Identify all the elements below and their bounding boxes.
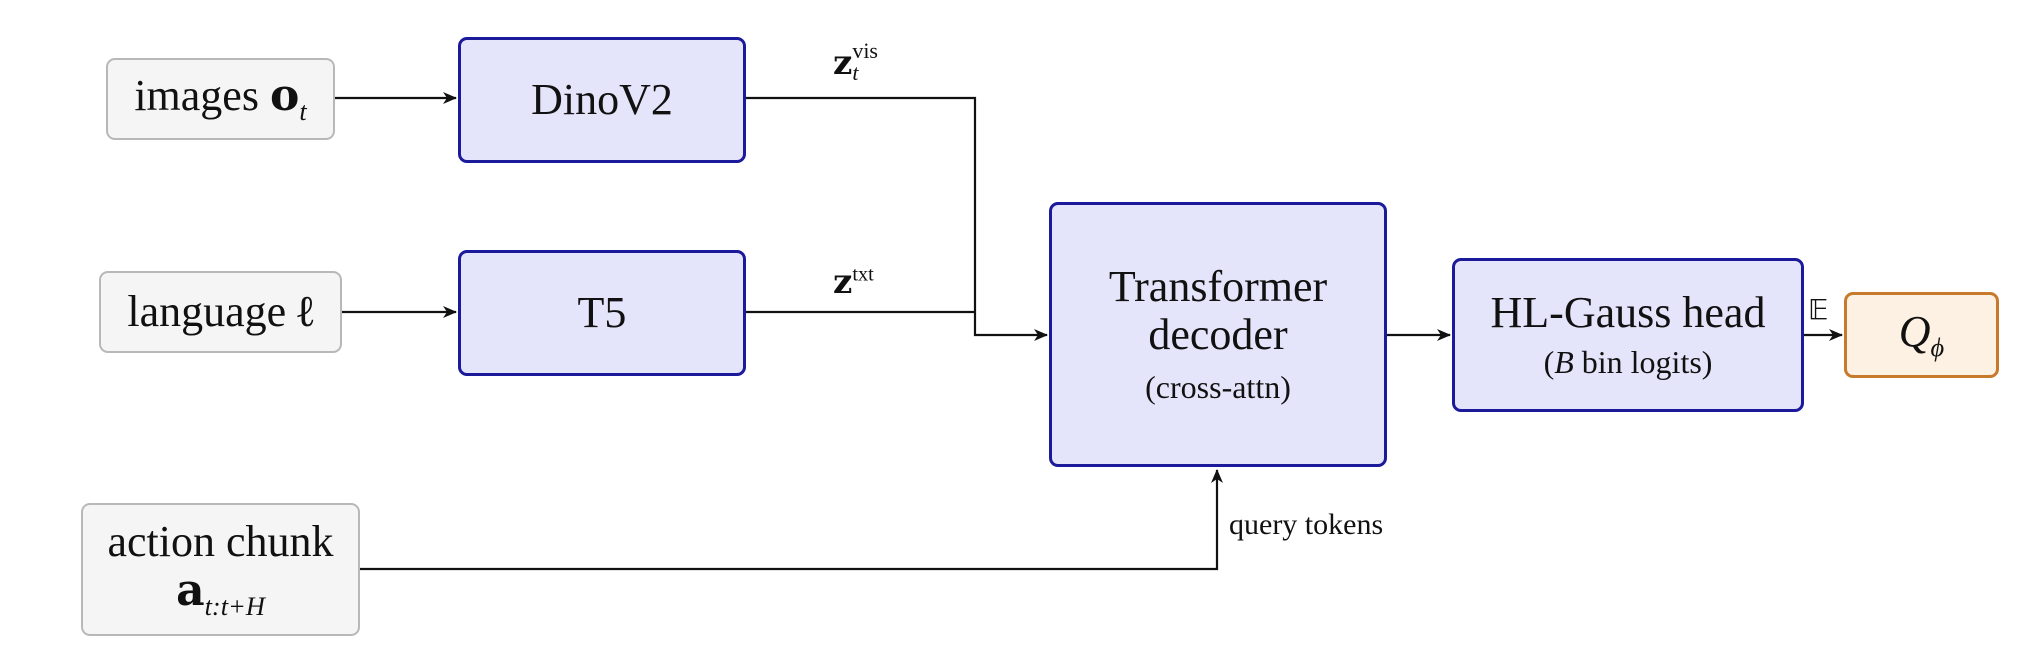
language-symbol: ℓ (297, 285, 314, 337)
arrow-zvis-to-decoder (746, 96, 1048, 341)
language-input-node: language ℓ (99, 271, 342, 353)
ztxt-symbol: z (833, 262, 853, 302)
zvis-superscript: vis (852, 38, 878, 63)
hl-gauss-head-node: HL-Gauss head (B bin logits) (1452, 258, 1804, 412)
decoder-line2: decoder (1148, 310, 1288, 360)
head-line2-var: B (1554, 344, 1574, 380)
images-subscript: t (299, 95, 307, 126)
action-label: action chunk (107, 517, 334, 567)
images-input-node: images ot (106, 58, 335, 140)
dinov2-encoder-node: DinoV2 (458, 37, 746, 163)
arrow-action-to-decoder (360, 469, 1223, 571)
query-tokens-label: query tokens (1229, 508, 1384, 541)
action-chunk-input-node: action chunk at:t+H (81, 503, 360, 636)
q-subscript: ϕ (1930, 331, 1945, 362)
zvis-symbol: z (833, 42, 853, 83)
action-symbol: a (176, 564, 205, 616)
t5-encoder-node: T5 (458, 250, 746, 376)
zvis-edge-label: z vis t (833, 40, 878, 88)
head-line2-prefix: ( (1543, 344, 1555, 380)
ztxt-edge-label: ztxt (833, 262, 874, 302)
ztxt-superscript: txt (852, 263, 874, 286)
dinov2-label: DinoV2 (531, 74, 673, 124)
decoder-line1: Transformer (1108, 261, 1328, 311)
decoder-line3: (cross-attn) (1145, 368, 1291, 405)
q-output-node: Qϕ (1844, 292, 1999, 378)
expectation-label: 𝔼 (1808, 293, 1829, 326)
head-line2-suffix: bin logits) (1573, 344, 1713, 380)
transformer-decoder-node: Transformer decoder (cross-attn) (1049, 202, 1387, 467)
language-label: language (127, 286, 298, 336)
q-symbol: Q (1898, 307, 1931, 357)
images-symbol: o (269, 70, 300, 122)
zvis-subscript: t (852, 60, 859, 85)
head-line1: HL-Gauss head (1490, 287, 1766, 337)
t5-label: T5 (577, 287, 627, 337)
images-label: images (134, 71, 270, 121)
action-subscript: t:t+H (204, 590, 265, 621)
